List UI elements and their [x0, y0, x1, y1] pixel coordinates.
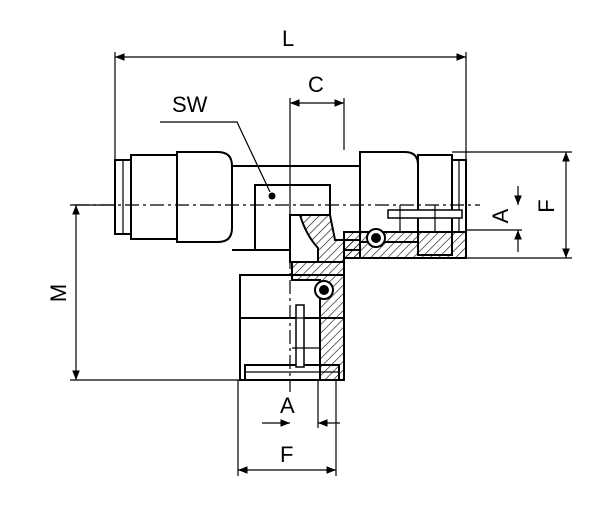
label-L: L — [282, 26, 294, 51]
dimension-A-bottom: A — [262, 380, 340, 428]
label-M: M — [46, 284, 71, 302]
label-C: C — [308, 72, 324, 97]
dimension-F-bottom: F — [237, 380, 337, 476]
dimension-L: L — [114, 26, 467, 160]
label-F-bottom: F — [280, 442, 293, 467]
label-SW: SW — [172, 92, 208, 117]
bottom-port — [239, 261, 345, 381]
dimension-SW: SW — [160, 92, 276, 200]
dimension-M: M — [46, 204, 245, 381]
label-A-bottom: A — [280, 393, 295, 418]
fitting-body — [232, 165, 361, 263]
center-lines — [75, 204, 480, 392]
left-port — [114, 151, 233, 243]
label-F-right: F — [534, 199, 559, 212]
dimension-F-right: F — [452, 151, 572, 259]
label-A-right: A — [488, 208, 513, 223]
dimension-A-right: A — [466, 186, 522, 252]
right-port — [343, 151, 467, 259]
